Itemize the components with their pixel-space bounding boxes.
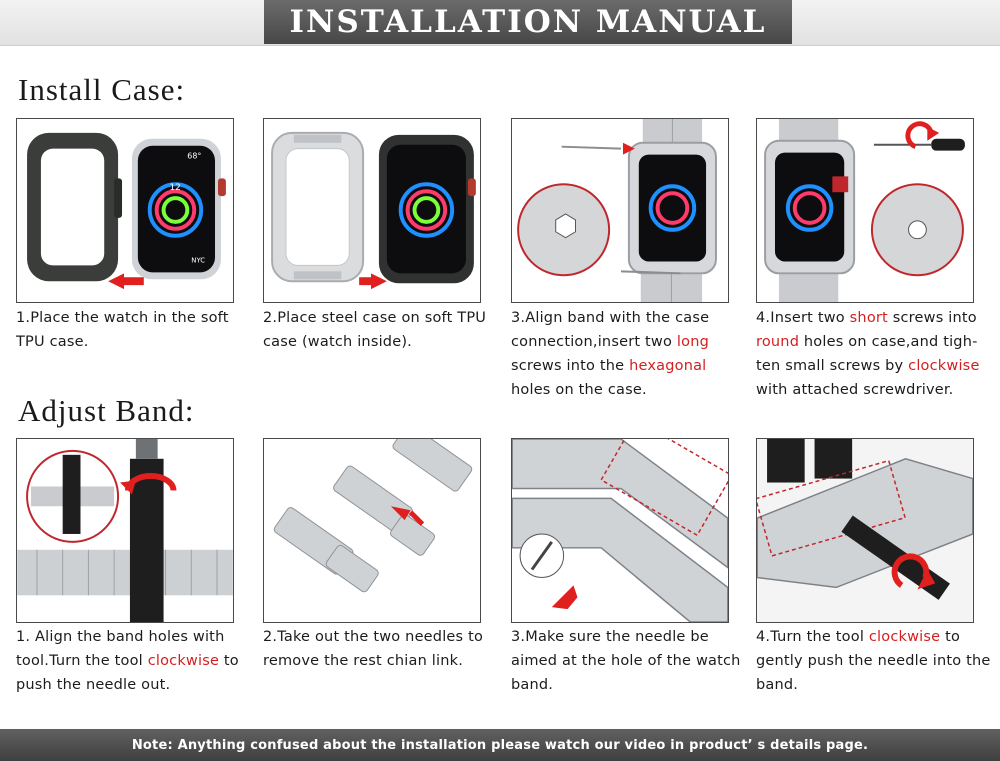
caption-text: 2.Take out the two needles to remove the…	[263, 629, 484, 669]
adjust-step-2-caption: 2.Take out the two needles to remove the…	[263, 625, 499, 673]
caption-text: screws into the	[511, 358, 630, 374]
steel-case-illustration	[271, 131, 476, 290]
adjust-step-3-caption: 3.Make sure the needle be aimed at the h…	[511, 625, 747, 697]
install-step-3-image	[511, 118, 729, 303]
caption-text: 2.Place steel case on soft TPU case (wat…	[263, 310, 487, 350]
install-case-heading: Install Case:	[18, 72, 186, 107]
caption-text: holes on case,and tigh-ten small screws …	[756, 334, 978, 374]
caption-text: with attached screwdriver.	[756, 382, 954, 398]
caption-text: 3.Make sure the needle be aimed at the h…	[511, 629, 741, 693]
caption-text: 3.Align band with the case connection,in…	[511, 310, 710, 350]
screw-tighten-illustration	[764, 119, 965, 302]
watch-percent-label: 68°	[187, 152, 201, 161]
watch-city-label: NYC	[191, 256, 205, 264]
band-connection-illustration	[517, 119, 717, 302]
left-arrow-icon	[108, 273, 144, 290]
screw-arrow-icon	[622, 142, 635, 155]
adjust-step-4-image	[756, 438, 974, 623]
watch-time-label: 12	[170, 183, 181, 193]
right-arrow-icon	[359, 273, 387, 290]
tpu-case-illustration: 12 68° NYC	[27, 132, 226, 290]
install-step-3-caption: 3.Align band with the case connection,in…	[511, 306, 747, 402]
adjust-step-1-image	[16, 438, 234, 623]
footer-note: Note: Anything confused about the instal…	[131, 737, 869, 753]
title-banner: INSTALLATION MANUAL	[264, 0, 792, 44]
page-title: INSTALLATION MANUAL	[289, 4, 767, 40]
highlight-word: hexagonal	[629, 358, 707, 374]
highlight-word: clockwise	[908, 358, 980, 374]
highlight-word: long	[676, 334, 709, 350]
remove-link-illustration	[273, 439, 473, 593]
adjust-band-heading: Adjust Band:	[18, 393, 195, 428]
clockwise-arrow-icon	[891, 553, 930, 588]
highlight-word: clockwise	[868, 629, 941, 645]
install-step-2-caption: 2.Place steel case on soft TPU case (wat…	[263, 306, 499, 354]
adjust-step-3-image	[511, 438, 729, 623]
highlight-word: round	[756, 334, 800, 350]
highlight-word: short	[849, 310, 888, 326]
caption-text: screws into	[887, 310, 977, 326]
align-needle-illustration	[512, 439, 728, 622]
caption-text: 4.Insert two	[756, 310, 850, 326]
caption-text: 1.Place the watch in the soft TPU case.	[16, 310, 229, 350]
push-needle-illustration	[757, 439, 973, 622]
round-hole-icon	[908, 220, 927, 240]
caption-text: to gently push the needle into the band.	[756, 629, 991, 693]
caption-text: 1. Align the band holes with tool.Turn t…	[16, 629, 225, 669]
remove-arrow-icon	[390, 506, 411, 521]
install-step-4-image	[756, 118, 974, 303]
install-step-2-image	[263, 118, 481, 303]
adjust-step-1-caption: 1. Align the band holes with tool.Turn t…	[16, 625, 252, 697]
hexagon-hole-icon	[555, 213, 576, 239]
tool-push-pin-illustration	[17, 439, 233, 622]
adjust-step-4-caption: 4.Turn the tool clockwise to gently push…	[756, 625, 992, 697]
adjust-step-2-image	[263, 438, 481, 623]
footer-bar: Note: Anything confused about the instal…	[0, 729, 1000, 761]
needle-arrow-icon	[551, 585, 578, 610]
install-step-4-caption: 4.Insert two short screws into round hol…	[756, 306, 992, 402]
caption-text: holes on the case.	[511, 382, 647, 398]
install-step-1-image: 12 68° NYC	[16, 118, 234, 303]
caption-text: to push the needle out.	[16, 653, 239, 693]
install-step-1-caption: 1.Place the watch in the soft TPU case.	[16, 306, 252, 354]
caption-text: 4.Turn the tool	[756, 629, 869, 645]
highlight-word: clockwise	[147, 653, 220, 669]
